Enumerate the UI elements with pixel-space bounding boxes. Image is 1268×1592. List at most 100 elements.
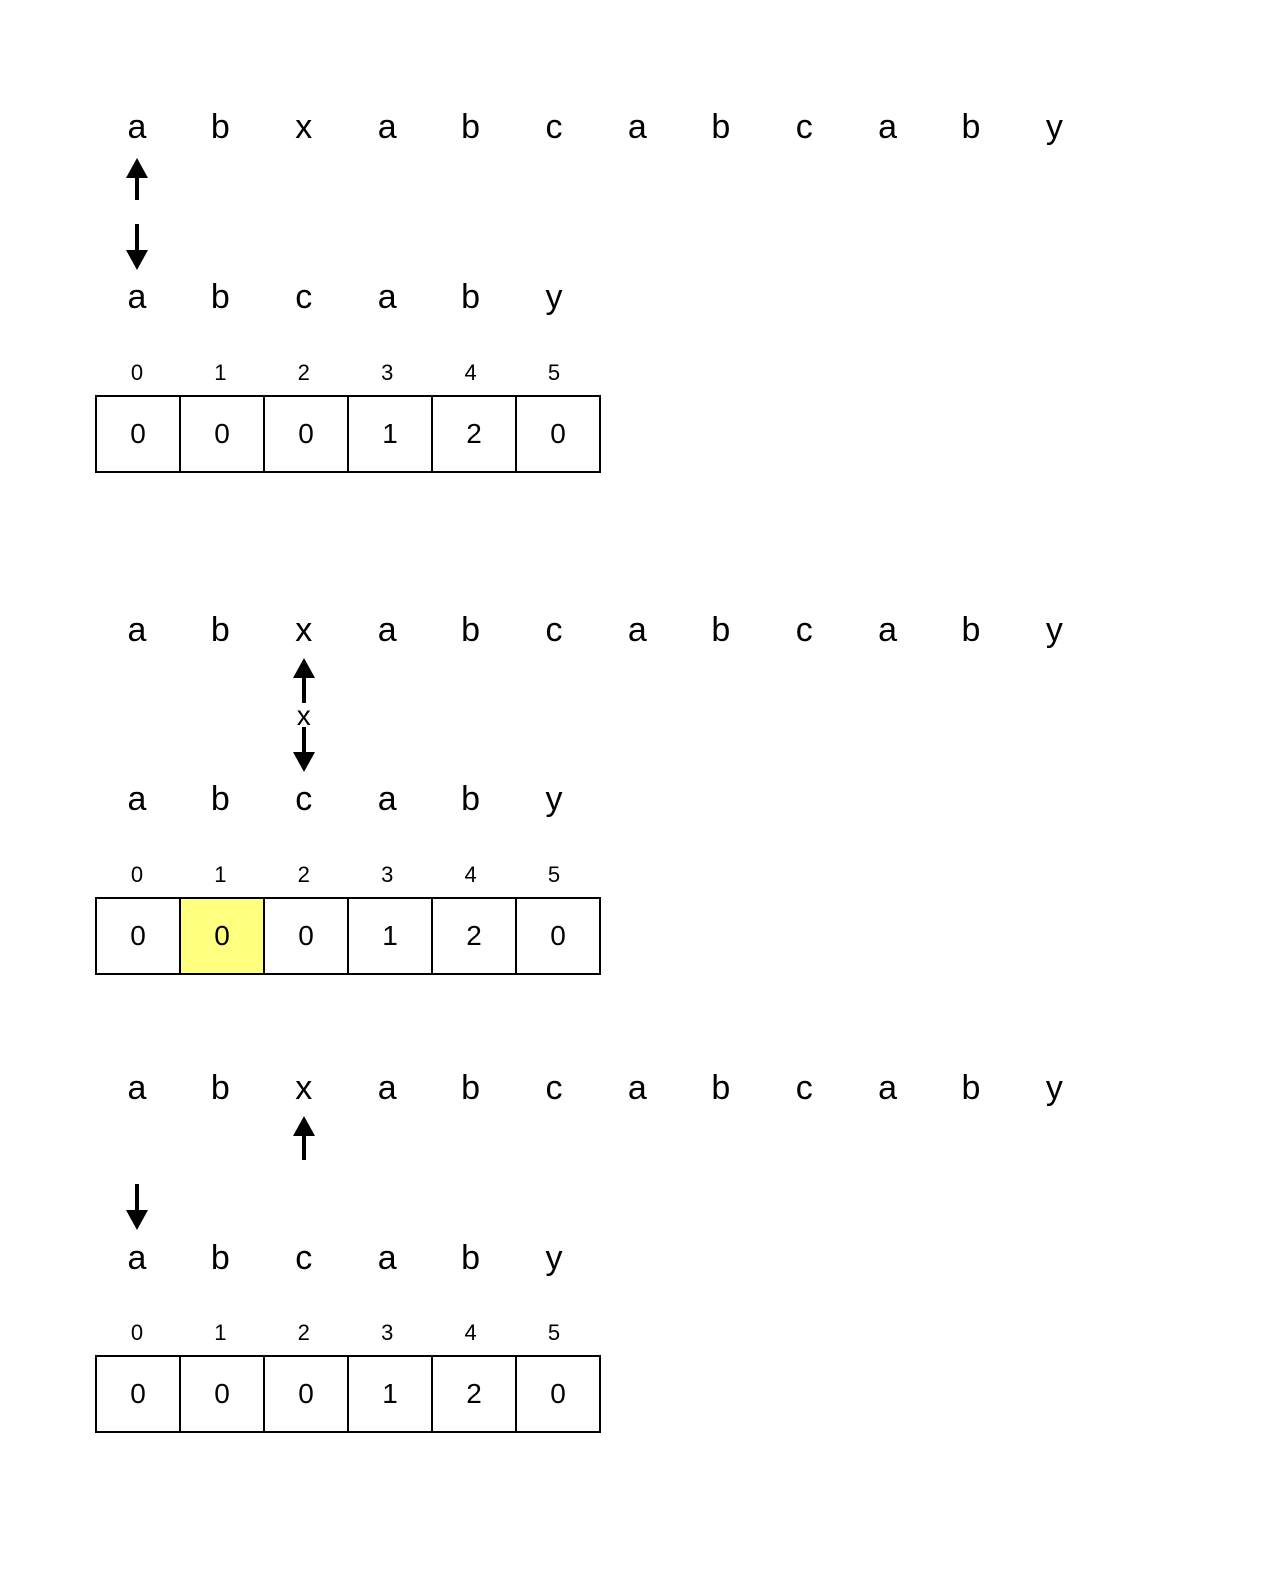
lps-cell: 0 [517, 899, 601, 973]
text-char: b [711, 1069, 731, 1107]
text-char: y [1045, 611, 1063, 649]
text-char: y [1045, 1069, 1063, 1107]
text-char: b [210, 611, 230, 649]
text-char: b [461, 108, 481, 146]
lps-index-label: 3 [381, 862, 394, 887]
text-char: a [127, 1069, 147, 1107]
lps-cell: 0 [517, 1357, 601, 1431]
pattern-char: c [295, 780, 313, 818]
lps-index-label: 1 [214, 360, 227, 385]
text-char: x [295, 1069, 313, 1107]
pattern-char: b [461, 780, 481, 818]
pattern-char: c [295, 1239, 313, 1277]
pattern-char: y [545, 780, 563, 818]
text-char: x [295, 108, 313, 146]
lps-index-label: 5 [547, 862, 561, 887]
lps-cell: 2 [433, 1357, 517, 1431]
lps-index-label: 4 [464, 360, 477, 385]
lps-index-label: 1 [214, 862, 227, 887]
text-char: b [461, 1069, 481, 1107]
text-char: b [961, 1069, 981, 1107]
pattern-char: b [461, 278, 481, 316]
text-char: b [711, 611, 731, 649]
lps-index-label: 0 [130, 862, 144, 887]
text-char: a [127, 108, 147, 146]
lps-cell: 0 [265, 899, 349, 973]
text-char: a [878, 611, 898, 649]
text-char: a [627, 108, 647, 146]
text-char: b [461, 611, 481, 649]
lps-cell: 0 [97, 899, 181, 973]
text-char: a [377, 1069, 397, 1107]
pattern-char: c [295, 278, 313, 316]
lps-cell: 0 [97, 397, 181, 471]
lps-index-label: 3 [381, 1320, 394, 1345]
lps-index-label: 1 [214, 1320, 227, 1345]
arrow-down-icon [126, 224, 148, 270]
lps-index-label: 5 [547, 360, 561, 385]
text-char: a [878, 1069, 898, 1107]
lps-cell: 2 [433, 397, 517, 471]
text-char: y [1045, 108, 1063, 146]
pattern-char: b [210, 1239, 230, 1277]
pattern-char: a [377, 1239, 397, 1277]
lps-index-label: 2 [297, 1320, 310, 1345]
lps-index-label: 2 [297, 862, 310, 887]
text-char: x [295, 611, 313, 649]
text-char: b [210, 1069, 230, 1107]
text-char: b [210, 108, 230, 146]
lps-cell: 1 [349, 899, 433, 973]
lps-cell: 0 [265, 397, 349, 471]
arrow-down-icon [126, 1184, 148, 1230]
text-char: a [377, 108, 397, 146]
arrow-up-icon [292, 658, 315, 703]
arrow-down-icon [292, 727, 315, 772]
lps-cell: 0 [97, 1357, 181, 1431]
pattern-char: a [377, 780, 397, 818]
lps-index-label: 0 [130, 360, 144, 385]
text-char: c [795, 611, 813, 649]
lps-cell-highlighted: 0 [181, 899, 265, 973]
pattern-char: a [377, 278, 397, 316]
lps-index-label: 5 [547, 1320, 561, 1345]
text-char: c [795, 1069, 813, 1107]
text-char: b [711, 108, 731, 146]
lps-cell: 1 [349, 1357, 433, 1431]
pattern-char: y [545, 278, 563, 316]
text-char: c [545, 108, 563, 146]
lps-index-label: 0 [130, 1320, 144, 1345]
lps-index-label: 4 [464, 1320, 477, 1345]
lps-cell: 0 [181, 397, 265, 471]
lps-index-label: 2 [297, 360, 310, 385]
arrow-up-icon [126, 158, 148, 200]
lps-cell: 1 [349, 397, 433, 471]
lps-cell: 0 [517, 397, 601, 471]
text-char: a [878, 108, 898, 146]
arrow-up-icon [292, 1116, 315, 1160]
pattern-char: a [127, 278, 147, 316]
pattern-char: a [127, 780, 147, 818]
text-char: c [545, 1069, 563, 1107]
pattern-char: b [461, 1239, 481, 1277]
pattern-char: b [210, 780, 230, 818]
text-char: a [127, 611, 147, 649]
lps-index-label: 3 [381, 360, 394, 385]
pattern-char: y [545, 1239, 563, 1277]
lps-cell: 0 [181, 1357, 265, 1431]
pattern-char: b [210, 278, 230, 316]
lps-cell: 2 [433, 899, 517, 973]
text-char: b [961, 611, 981, 649]
lps-cell: 0 [265, 1357, 349, 1431]
lps-index-label: 4 [464, 862, 477, 887]
text-char: c [545, 611, 563, 649]
text-char: b [961, 108, 981, 146]
text-char: a [627, 611, 647, 649]
mismatch-mark: x [296, 700, 311, 731]
text-char: c [795, 108, 813, 146]
pattern-char: a [127, 1239, 147, 1277]
text-char: a [377, 611, 397, 649]
text-char: a [627, 1069, 647, 1107]
